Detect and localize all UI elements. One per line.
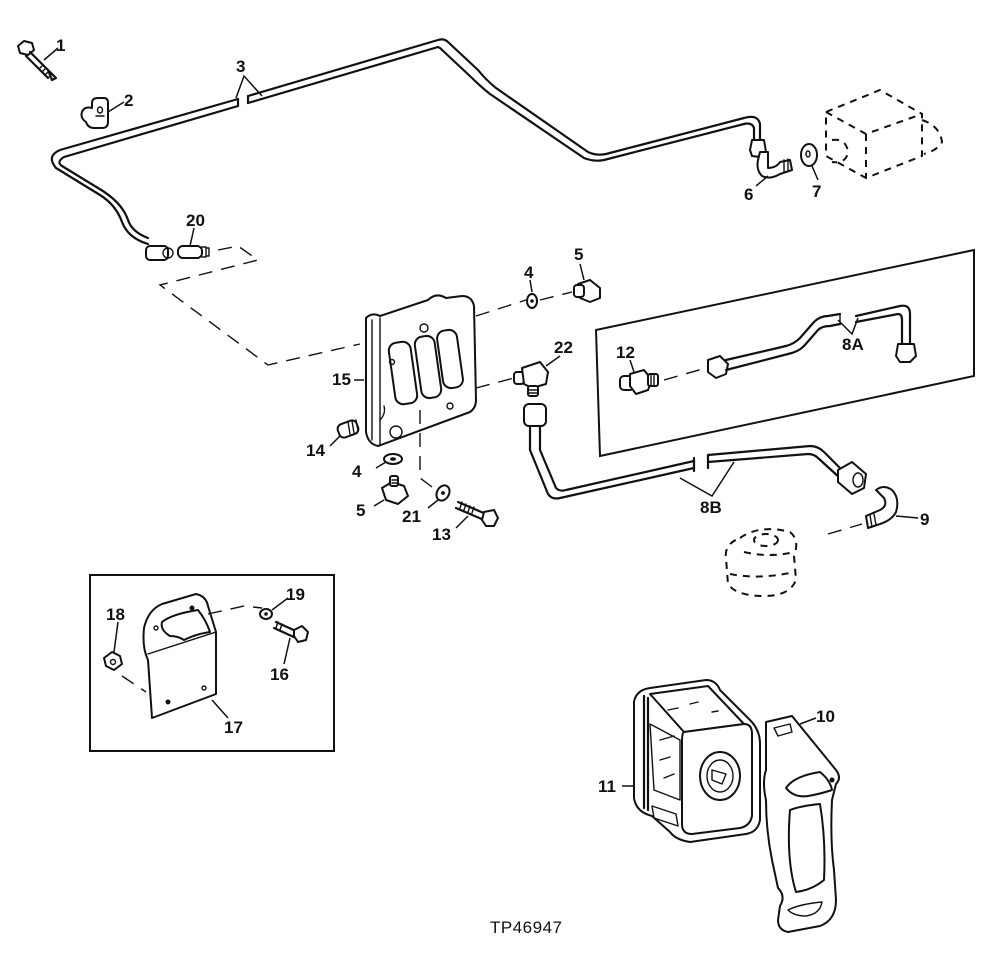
part-5-nut-lower [381,475,409,505]
callout-13: 13 [432,525,451,544]
leader-8a [837,317,859,336]
phantom-filter-outline [724,528,798,598]
callout-3: 3 [236,57,245,76]
part-13-cap-screw [454,500,499,527]
leader-20 [189,227,195,247]
part-12-fitting [619,369,659,395]
callout-12: 12 [616,343,635,362]
callout-8a: 8A [842,335,864,354]
part-19-washer [259,608,273,620]
figure-id: TP46947 [490,918,563,937]
callout-19: 19 [286,585,305,604]
dashed-line-22 [475,377,515,389]
part-4-washer-lower [383,453,403,465]
part-20-fitting [145,245,210,261]
leader-5-lower [373,499,385,507]
leader-8b [679,461,735,497]
callout-4-upper: 4 [524,263,534,282]
part-15-manifold [365,294,477,447]
leader-22 [545,355,561,367]
part-4-washer-upper [526,293,538,309]
part-14-plug [336,419,360,439]
frame-8a-group [594,248,975,458]
callout-4-lower: 4 [352,462,362,481]
callout-9: 9 [920,510,929,529]
dashed-line-19 [207,605,263,615]
leader-1 [43,47,59,61]
leader-2 [107,101,125,113]
part-2-clamp [80,97,109,129]
callout-6: 6 [744,185,753,204]
leader-13 [455,515,469,529]
callout-20: 20 [186,211,205,230]
dashed-line-5-top [539,291,573,301]
leader-6 [755,175,769,187]
leader-3 [235,74,263,99]
dashed-line-21 [419,410,437,491]
leader-17 [211,699,229,719]
callout-16: 16 [270,665,289,684]
dashed-line-18 [121,675,147,693]
callout-8b: 8B [700,498,722,517]
part-22-elbow [513,361,549,397]
callout-7: 7 [812,182,821,201]
part-8a-line [707,304,917,379]
callout-21: 21 [402,507,421,526]
part-17-bracket [142,593,217,719]
phantom-pump-outline [825,88,944,180]
part-5-nut-upper [573,279,601,303]
leader-14 [329,435,341,447]
part-3-line [50,38,767,246]
callout-1: 1 [56,36,65,55]
frame-bracket-group [89,574,335,752]
leader-4-lower [375,461,387,469]
leader-9 [895,515,919,519]
callout-17: 17 [224,718,243,737]
dashed-path-20 [158,245,361,366]
leader-21 [427,499,439,509]
part-21-washer [435,484,451,502]
callout-14: 14 [306,441,325,460]
leader-12 [629,359,635,373]
leader-18 [113,621,119,653]
callout-22: 22 [554,338,573,357]
part-9-elbow [865,486,899,529]
part-16-cap-screw [272,620,309,643]
callout-2: 2 [124,91,133,110]
callout-5-lower: 5 [356,501,365,520]
part-10-bracket [763,715,840,933]
callout-10: 10 [816,707,835,726]
callout-11: 11 [598,777,616,796]
leader-19 [271,597,289,611]
part-11-housing [633,679,761,843]
dashed-line-12 [663,367,707,381]
callout-15: 15 [332,370,351,389]
dashed-line-9 [827,523,863,535]
leader-4-upper [529,279,533,293]
part-8b-line [523,403,867,500]
dashed-line-4-top [475,299,527,317]
callout-18: 18 [106,605,125,624]
part-7-washer [800,143,818,167]
leader-10 [799,717,817,725]
callout-5-upper: 5 [574,245,583,264]
leader-7 [811,165,819,181]
part-1-cap-screw [17,40,58,82]
leader-5-upper [579,263,585,281]
leader-16 [283,637,291,665]
part-6-elbow [756,151,793,179]
part-18-nut [103,651,123,671]
